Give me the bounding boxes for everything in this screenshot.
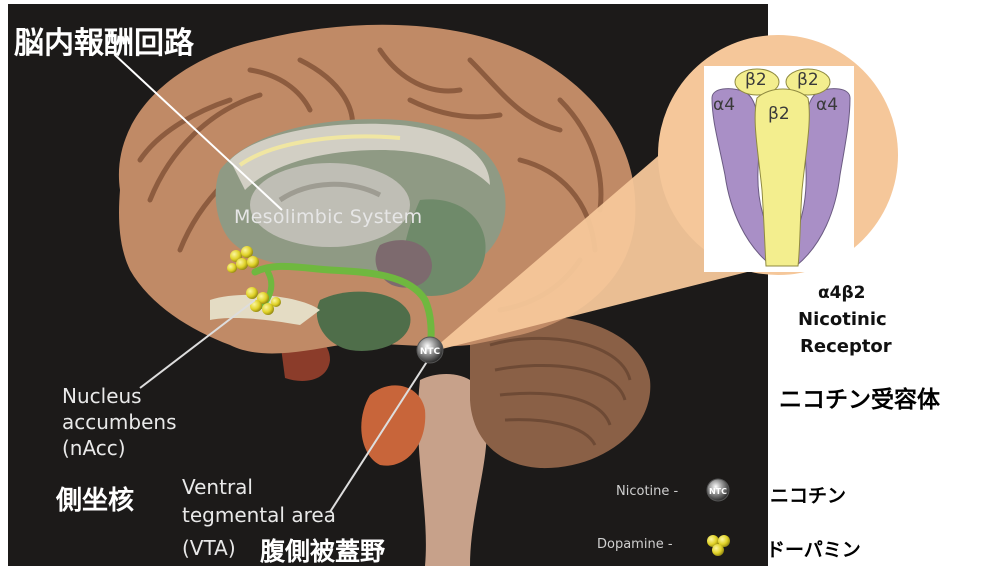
nacc-english-label: Nucleus accumbens (nAcc) [62, 383, 177, 461]
legend-nicotine-japanese: ニコチン [770, 481, 846, 508]
receptor-label-a4-right: α4 [816, 95, 838, 115]
legend-dopamine-japanese: ドーパミン [766, 535, 861, 562]
receptor-name-line3: Receptor [800, 336, 892, 357]
legend-dopamine-label: Dopamine - [597, 537, 673, 552]
receptor-label-b2-top-right: β2 [797, 70, 819, 90]
vta-line3: (VTA) [182, 536, 236, 560]
legend-nicotine-label: Nicotine - [616, 484, 678, 499]
nacc-japanese-label: 側坐核 [56, 480, 134, 517]
vta-line2: tegmental area [182, 503, 336, 527]
vta-japanese-label: 腹側被蓋野 [260, 532, 385, 568]
thalamus [250, 163, 410, 247]
legend-nicotine-badge-text: NTC [709, 487, 727, 496]
receptor-name-line2: Nicotinic [798, 309, 887, 330]
receptor-label-a4-left: α4 [713, 95, 735, 115]
receptor-label-b2-center: β2 [768, 104, 790, 124]
reward-circuit-title: 脳内報酬回路 [14, 18, 194, 62]
nacc-line3: (nAcc) [62, 435, 177, 461]
receptor-japanese-label: ニコチン受容体 [779, 380, 940, 414]
ntc-badge-text: NTC [420, 347, 441, 357]
receptor-name-line1: α4β2 [818, 283, 866, 303]
receptor-label-b2-top-left: β2 [745, 70, 767, 90]
nacc-line1: Nucleus [62, 383, 177, 409]
nacc-line2: accumbens [62, 409, 177, 435]
mesolimbic-system-label: Mesolimbic System [234, 206, 422, 228]
vta-line1: Ventral [182, 475, 253, 499]
